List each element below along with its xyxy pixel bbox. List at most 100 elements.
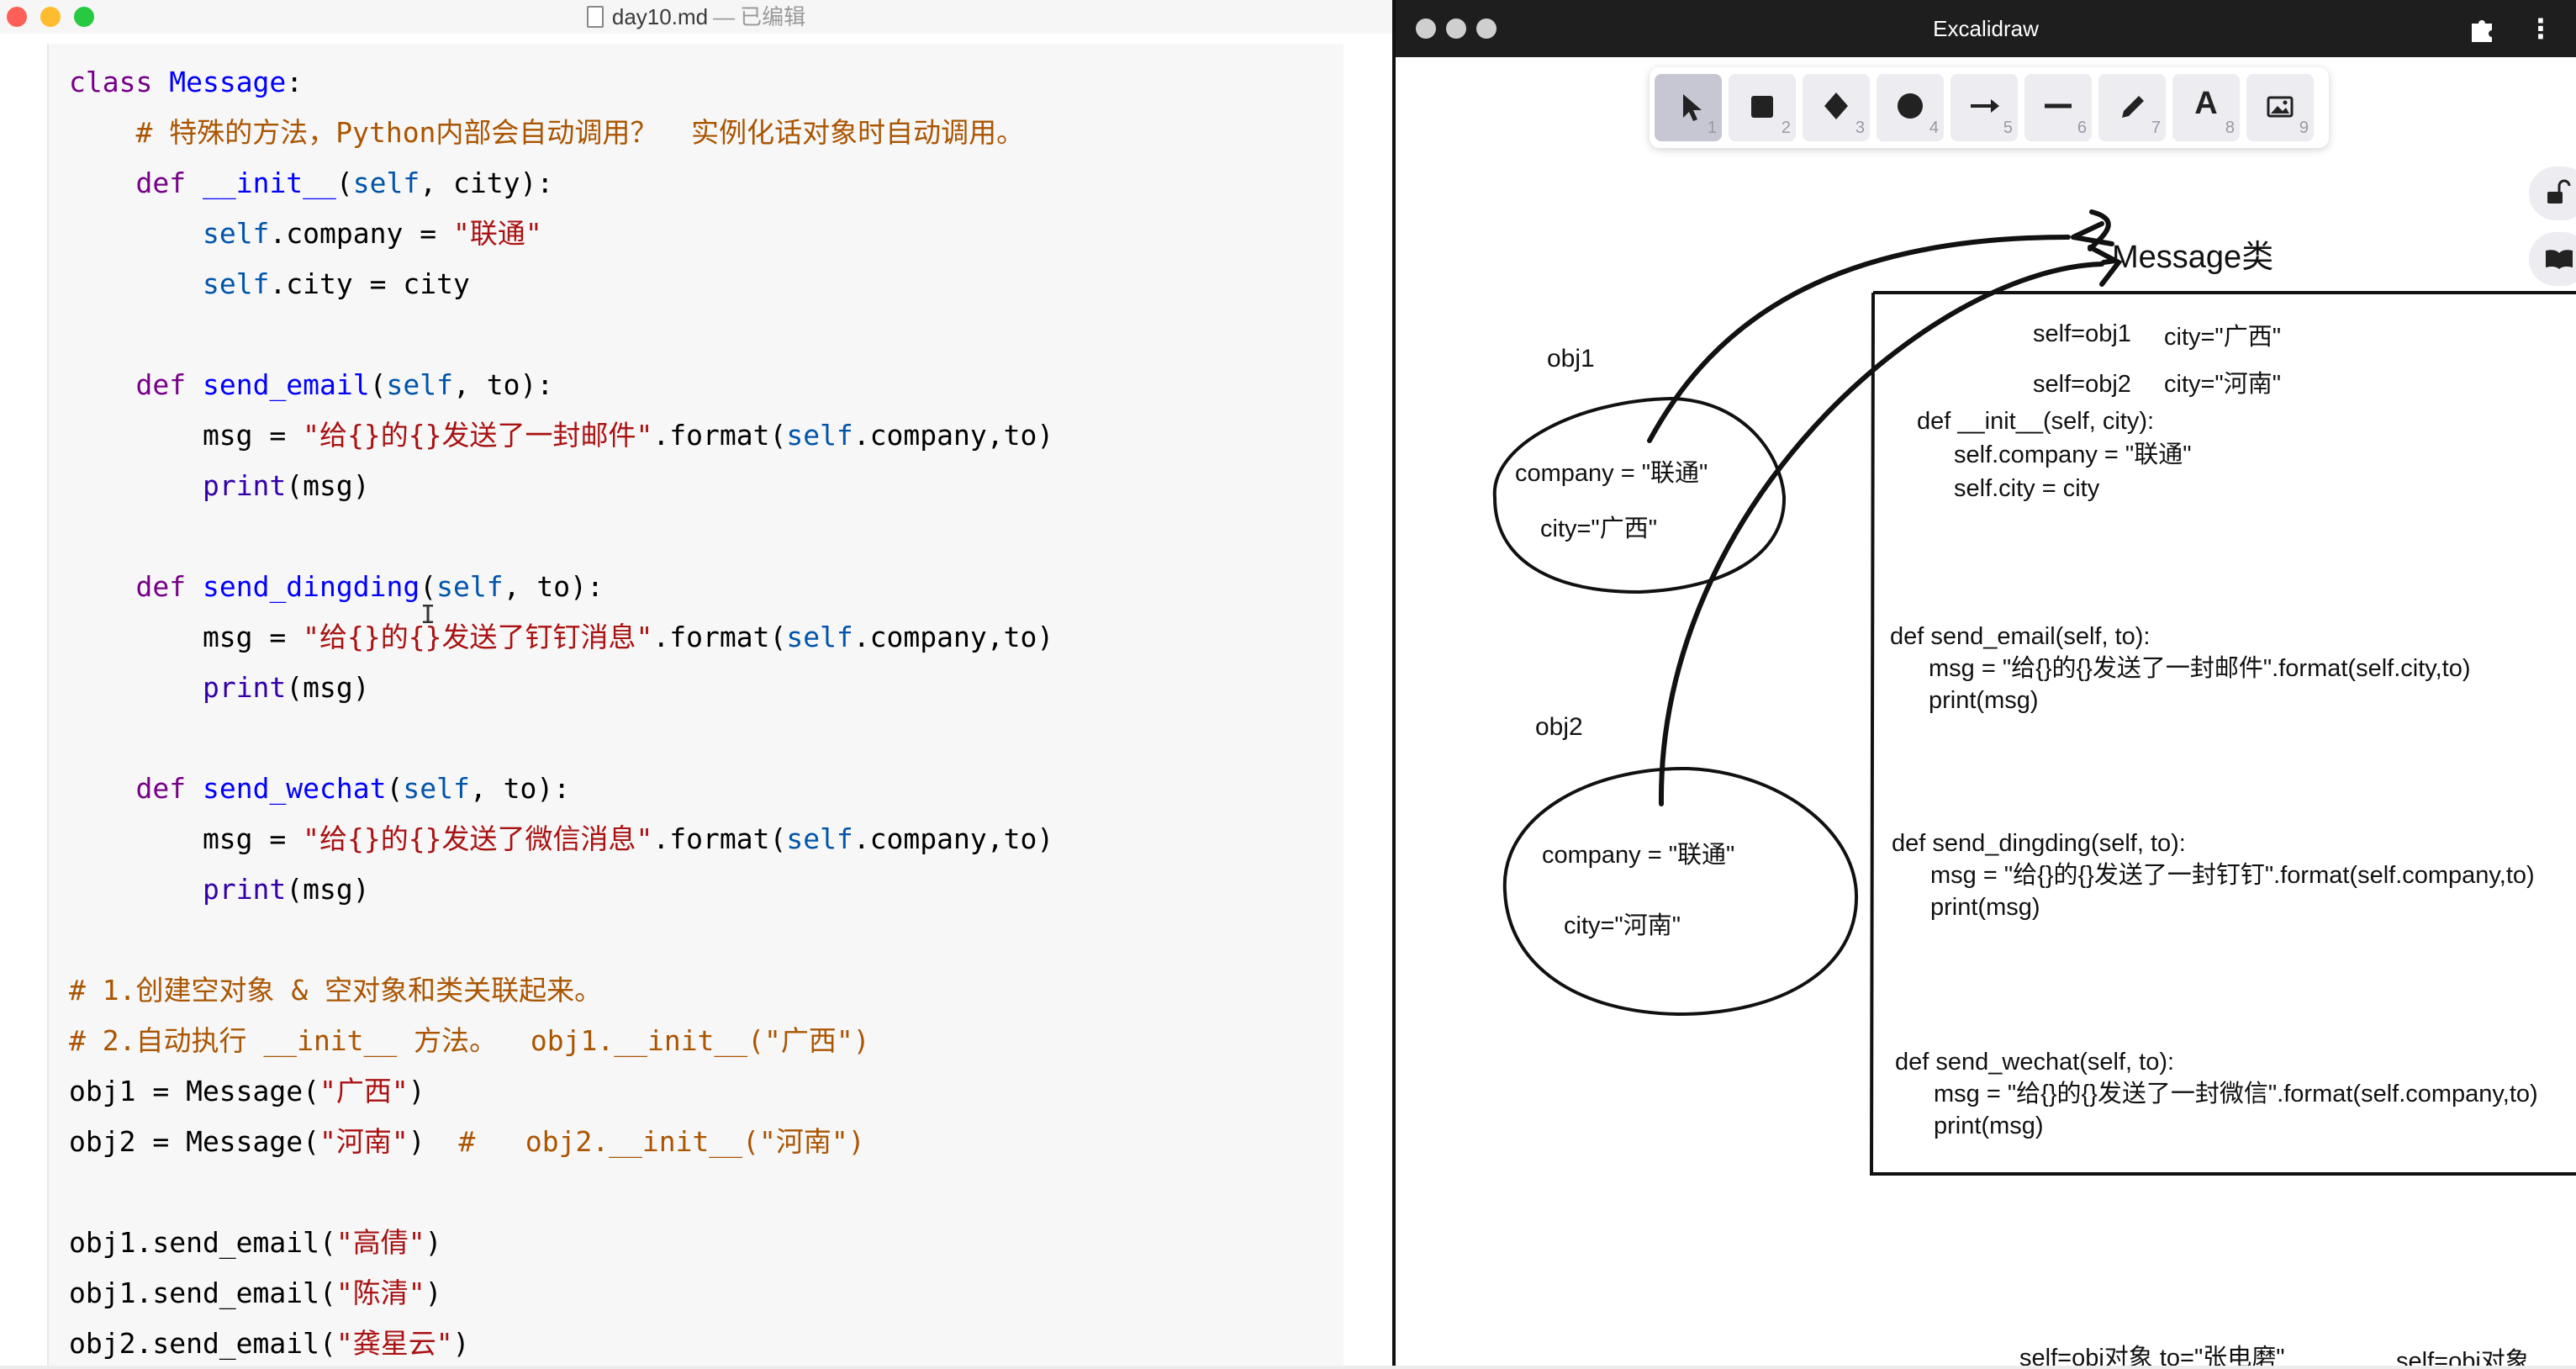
- code-token: def: [135, 368, 187, 401]
- minimize-window-button[interactable]: [40, 7, 61, 27]
- arrow-head-2: [2088, 245, 2123, 287]
- code-line[interactable]: obj2.send_email("龚星云"): [69, 1319, 1053, 1369]
- code-token: (: [335, 166, 353, 199]
- puzzle-extension-icon[interactable]: [2467, 13, 2497, 44]
- obj2-city: city="河南": [1564, 912, 1681, 939]
- class-title: Message类: [2112, 240, 2273, 275]
- code-token: send_email: [202, 368, 370, 401]
- code-token: [69, 671, 203, 704]
- tool-number: 2: [1781, 119, 1791, 137]
- tool-diamond[interactable]: 3: [1803, 74, 1870, 141]
- code-token: .company,to): [853, 822, 1054, 855]
- code-line[interactable]: print(msg): [69, 864, 1053, 915]
- lock-button[interactable]: [2529, 166, 2576, 220]
- code-token: Message: [169, 66, 287, 98]
- code-line[interactable]: class Message:: [69, 57, 1053, 108]
- city-guangxi-text: city="广西": [2164, 323, 2281, 351]
- code-line[interactable]: msg = "给{}的{}发送了一封邮件".format(self.compan…: [69, 410, 1053, 461]
- code-block[interactable]: class Message: # 特殊的方法，Python内部会自动调用？ 实例…: [47, 44, 1343, 1366]
- tool-selection[interactable]: 1: [1655, 74, 1722, 141]
- maximize-window-button[interactable]: [74, 7, 94, 27]
- code-line[interactable]: # 特殊的方法，Python内部会自动调用？ 实例化话对象时自动调用。: [69, 108, 1053, 158]
- drawing-canvas[interactable]: obj1 company = "联通" city="广西" obj2 compa…: [1396, 0, 2576, 1366]
- code-token: msg =: [69, 621, 304, 653]
- library-button[interactable]: [2529, 232, 2576, 286]
- unlock-icon: [2547, 179, 2571, 204]
- code-line[interactable]: def __init__(self, city):: [69, 158, 1053, 209]
- code-line[interactable]: # 2.自动执行 __init__ 方法。 obj1.__init__("广西"…: [69, 1016, 1053, 1066]
- code-token: [69, 217, 203, 250]
- code-token: def: [135, 166, 187, 199]
- code-line[interactable]: print(msg): [69, 461, 1053, 511]
- excalidraw-title: Excalidraw: [1933, 16, 2039, 41]
- code-line[interactable]: obj1 = Message("广西"): [69, 1066, 1053, 1117]
- window-dot-2[interactable]: [1446, 18, 1466, 39]
- code-token: __init__: [202, 166, 336, 199]
- tool-draw[interactable]: 7: [2098, 74, 2166, 141]
- tool-text[interactable]: A 8: [2172, 74, 2240, 141]
- tool-number: 9: [2299, 119, 2309, 137]
- code-line[interactable]: self.company = "联通": [69, 209, 1053, 259]
- tool-arrow[interactable]: 5: [1950, 74, 2018, 141]
- code-line[interactable]: def send_wechat(self, to):: [69, 764, 1053, 814]
- tool-image[interactable]: 9: [2246, 74, 2314, 141]
- tool-number: 6: [2077, 119, 2087, 137]
- arrow-obj2-to-class[interactable]: [1658, 262, 2104, 806]
- code-lines[interactable]: class Message: # 特殊的方法，Python内部会自动调用？ 实例…: [69, 57, 1053, 1369]
- init-line-2: self.city = city: [1954, 475, 2100, 502]
- code-token: .company,to): [853, 419, 1054, 452]
- code-token: self: [403, 772, 470, 805]
- code-token: .city = city: [269, 267, 470, 300]
- tool-ellipse[interactable]: 4: [1877, 74, 1944, 141]
- code-line[interactable]: [69, 309, 1053, 360]
- code-line[interactable]: def send_dingding(self, to):: [69, 562, 1053, 612]
- code-token: def: [135, 570, 187, 603]
- title-separator: —: [713, 4, 736, 29]
- close-window-button[interactable]: [7, 7, 27, 27]
- code-token: "给{}的{}发送了微信消息": [303, 822, 653, 855]
- code-line[interactable]: msg = "给{}的{}发送了钉钉消息".format(self.compan…: [69, 612, 1053, 663]
- code-token: self: [202, 267, 270, 300]
- pointer-icon: [1683, 94, 1702, 121]
- code-token: "给{}的{}发送了一封邮件": [303, 419, 653, 452]
- code-line[interactable]: [69, 1167, 1053, 1218]
- arrow-obj1-to-class[interactable]: [1647, 235, 2071, 443]
- more-options-icon[interactable]: ⋮: [2527, 13, 2554, 45]
- code-line[interactable]: def send_email(self, to):: [69, 360, 1053, 410]
- code-line[interactable]: # 1.创建空对象 & 空对象和类关联起来。: [69, 965, 1053, 1016]
- editor-filename: day10.md: [611, 4, 709, 29]
- dingding-line-2: print(msg): [1930, 894, 2040, 921]
- code-line[interactable]: obj2 = Message("河南") # obj2.__init__("河南…: [69, 1117, 1053, 1167]
- code-line[interactable]: [69, 511, 1053, 562]
- code-line[interactable]: [69, 713, 1053, 764]
- code-token: obj2 = Message(: [69, 1125, 320, 1158]
- code-token: self: [352, 166, 420, 199]
- code-line[interactable]: self.city = city: [69, 259, 1053, 309]
- code-line[interactable]: obj1.send_email("陈清"): [69, 1268, 1053, 1319]
- code-line[interactable]: obj1.send_email("高倩"): [69, 1218, 1053, 1268]
- image-icon: [2267, 96, 2294, 118]
- code-token: # 2.自动执行 __init__ 方法。 obj1.__init__("广西"…: [69, 1024, 870, 1057]
- code-token: ): [425, 1276, 442, 1309]
- self-obj1-text: self=obj1: [2033, 320, 2131, 347]
- code-token: .format(: [652, 419, 787, 452]
- obj1-ellipse[interactable]: [1492, 396, 1787, 595]
- window-dot-3[interactable]: [1476, 18, 1497, 39]
- code-token: print: [202, 671, 287, 704]
- email-line-1: msg = "给{}的{}发送了一封邮件".format(self.city,t…: [1929, 654, 2471, 682]
- code-token: [69, 116, 135, 149]
- excalidraw-titlebar: Excalidraw ⋮: [1396, 0, 2576, 57]
- tool-line[interactable]: 6: [2024, 74, 2092, 141]
- code-line[interactable]: [69, 915, 1053, 965]
- email-line-2: print(msg): [1929, 687, 2039, 714]
- code-line[interactable]: msg = "给{}的{}发送了微信消息".format(self.compan…: [69, 814, 1053, 864]
- tool-rectangle[interactable]: 2: [1729, 74, 1796, 141]
- editor-titlebar: day10.md—已编辑: [0, 0, 1392, 34]
- code-token: "河南": [319, 1125, 409, 1158]
- code-line[interactable]: print(msg): [69, 663, 1053, 713]
- bottom-text-1: self=obj对象 to="张电磨": [2019, 1344, 2285, 1366]
- init-line-1: self.company = "联通": [1954, 441, 2192, 468]
- code-token: .company,to): [853, 621, 1054, 653]
- window-dot-1[interactable]: [1416, 18, 1436, 39]
- obj2-ellipse[interactable]: [1502, 766, 1859, 1017]
